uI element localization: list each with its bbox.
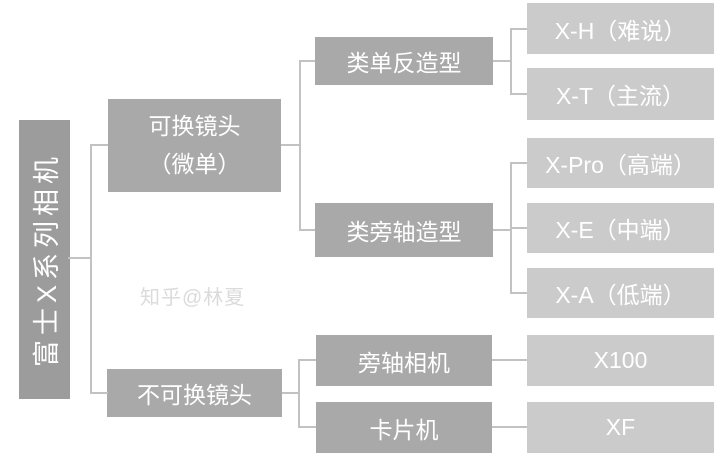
node-fixed-lens-label: 不可换镜头	[137, 382, 252, 408]
node-fixed-lens: 不可换镜头	[107, 369, 282, 417]
node-interchangeable-lens-sublabel: （微单）	[148, 151, 241, 178]
node-x-a: X-A（低端）	[527, 268, 714, 318]
connector-line	[510, 227, 527, 229]
connector-line	[510, 93, 527, 95]
connector-line	[492, 426, 527, 428]
connector-line	[298, 359, 300, 428]
connector-line	[510, 28, 527, 30]
connector-line	[510, 28, 512, 95]
node-compact-camera: 卡片机	[316, 402, 492, 453]
node-x-t: X-T（主流）	[527, 68, 714, 120]
node-root: 富士X系列相机	[19, 120, 70, 399]
node-x-e-label: X-E（中端）	[555, 217, 686, 243]
node-x-a-label: X-A（低端）	[555, 282, 686, 308]
node-x-pro: X-Pro（高端）	[527, 138, 714, 188]
node-rangefinder-camera-label: 旁轴相机	[358, 349, 450, 376]
connector-line	[281, 144, 299, 146]
node-xf-label: XF	[605, 414, 636, 440]
node-x100: X100	[527, 335, 714, 386]
connector-line	[299, 229, 315, 231]
connector-line	[492, 359, 527, 361]
connector-line	[510, 292, 527, 294]
connector-line	[493, 60, 510, 62]
connector-line	[510, 162, 527, 164]
node-xf: XF	[527, 402, 714, 453]
node-slr-style-label: 类单反造型	[346, 50, 462, 76]
node-interchangeable-lens: 可换镜头 （微单）	[108, 99, 281, 192]
connector-line	[282, 392, 298, 394]
connector-line	[493, 229, 510, 231]
node-x100-label: X100	[593, 347, 648, 373]
watermark: 知乎@林夏	[140, 287, 246, 309]
node-x-t-label: X-T（主流）	[555, 83, 686, 109]
connector-line	[90, 392, 108, 394]
connector-line	[298, 359, 316, 361]
node-x-pro-label: X-Pro（高端）	[545, 152, 696, 178]
node-rangefinder-style: 类旁轴造型	[315, 203, 493, 257]
connector-line	[299, 60, 315, 62]
connector-line	[68, 257, 91, 259]
node-rangefinder-style-label: 类旁轴造型	[346, 219, 462, 245]
node-x-h-label: X-H（难说）	[554, 17, 687, 44]
node-compact-camera-label: 卡片机	[369, 416, 439, 443]
connector-line	[298, 426, 316, 428]
node-rangefinder-camera: 旁轴相机	[316, 335, 492, 386]
node-root-label: 富士X系列相机	[32, 151, 63, 368]
connector-line	[90, 144, 108, 146]
node-interchangeable-lens-label: 可换镜头	[148, 112, 241, 139]
node-x-e: X-E（中端）	[527, 203, 714, 253]
node-slr-style: 类单反造型	[315, 37, 493, 85]
node-x-h: X-H（难说）	[527, 3, 714, 54]
connector-line	[299, 60, 301, 231]
connector-line	[90, 144, 92, 394]
